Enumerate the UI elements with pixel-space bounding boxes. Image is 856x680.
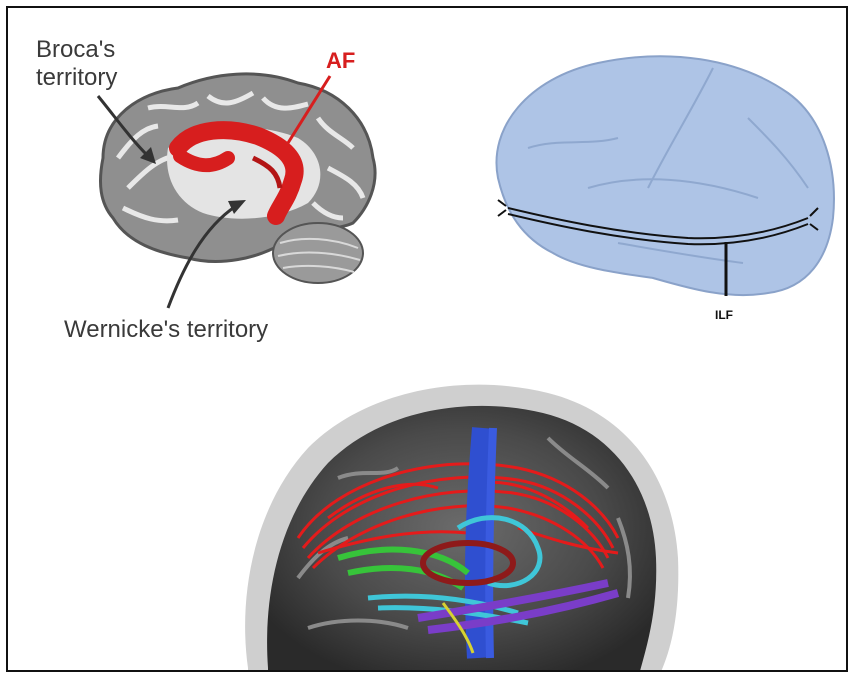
figure-frame: Broca's territory AF [6,6,848,672]
translucent-brain [496,56,833,295]
ilf-label: ILF [715,308,733,322]
tractography-panel [218,368,688,672]
ilf-brain-illustration [468,38,848,338]
ilf-panel: ILF [468,38,848,338]
af-brain-illustration [8,8,428,348]
wernicke-label: Wernicke's territory [64,316,268,344]
tractography-image [218,368,688,672]
af-panel: Broca's territory AF [8,8,428,348]
